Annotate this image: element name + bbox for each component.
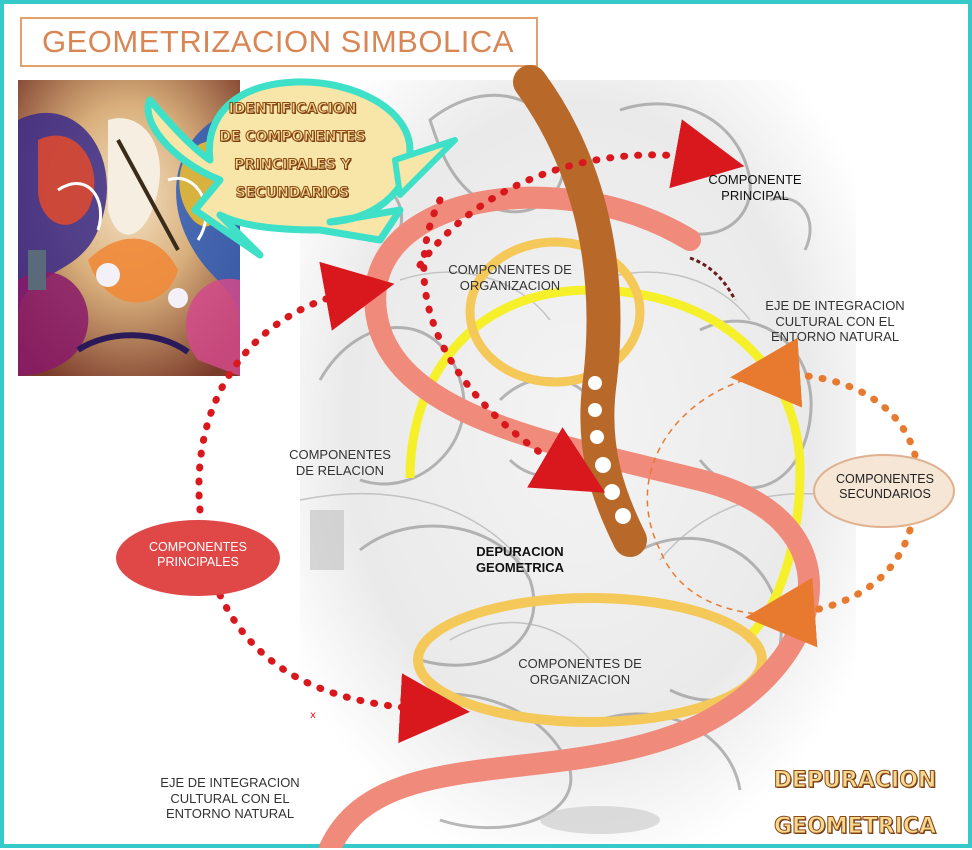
label-eje-integracion-bottom: EJE DE INTEGRACION CULTURAL CON EL ENTOR… bbox=[130, 775, 330, 822]
label-organizacion-top-line1: COMPONENTES DE bbox=[448, 262, 572, 277]
orange-dotted-arc-top bbox=[730, 337, 919, 459]
label-principales-line1: COMPONENTES bbox=[149, 540, 247, 554]
label-eje-bottom-line3: ENTORNO NATURAL bbox=[165, 806, 295, 822]
componentes-secundarios-oval bbox=[813, 454, 955, 528]
label-depuracion-geometrica-corner: DEPURACION GEOMETRICA bbox=[755, 758, 955, 850]
orange-dotted-arc-bottom bbox=[745, 526, 914, 648]
label-secundarios-line1: COMPONENTES bbox=[836, 472, 934, 486]
label-componentes-relacion: COMPONENTES DE RELACION bbox=[270, 447, 410, 478]
label-organizacion-top-line2: ORGANIZACION bbox=[459, 277, 561, 293]
red-dotted-arc-lower-left bbox=[216, 591, 470, 744]
brown-band bbox=[513, 65, 647, 557]
speech-bubble-tail-right bbox=[392, 137, 458, 198]
page-title-box: GEOMETRIZACION SIMBOLICA bbox=[20, 17, 538, 67]
label-eje-top-line3: ENTORNO NATURAL bbox=[770, 329, 900, 345]
red-dotted-arc-top bbox=[416, 119, 745, 269]
componentes-principales-oval bbox=[116, 520, 280, 596]
label-componente-principal: COMPONENTE PRINCIPAL bbox=[675, 172, 835, 203]
label-eje-top-line1: EJE DE INTEGRACION bbox=[765, 298, 905, 313]
bubble-text: IDENTIFICACION DE COMPONENTES PRINCIPALE… bbox=[200, 95, 385, 207]
gold-ring-bottom bbox=[413, 593, 767, 727]
orange-dashed-circle bbox=[646, 374, 781, 616]
label-relacion-line2: DE RELACION bbox=[295, 462, 385, 478]
label-organizacion-bottom: COMPONENTES DE ORGANIZACION bbox=[485, 656, 675, 687]
red-dotted-arc-inner bbox=[420, 196, 606, 493]
label-organizacion-top: COMPONENTES DE ORGANIZACION bbox=[420, 262, 600, 293]
x-mark: x bbox=[310, 710, 316, 721]
label-componentes-secundarios: COMPONENTES SECUNDARIOS bbox=[820, 472, 950, 502]
label-depuracion-mid-line2: GEOMETRICA bbox=[475, 559, 565, 575]
label-organizacion-bottom-line2: ORGANIZACION bbox=[529, 671, 631, 687]
bubble-line-4: SECUNDARIOS bbox=[235, 185, 350, 202]
speech-bubble bbox=[144, 78, 414, 259]
label-eje-bottom-line1: EJE DE INTEGRACION bbox=[160, 775, 300, 790]
red-dotted-arc-upper-left bbox=[195, 261, 395, 514]
label-depuracion-corner-line1: DEPURACION bbox=[773, 768, 937, 794]
bubble-line-1: IDENTIFICACION bbox=[228, 101, 357, 118]
label-depuracion-corner-line2: GEOMETRICA bbox=[773, 814, 936, 840]
label-secundarios-line2: SECUNDARIOS bbox=[839, 487, 931, 501]
label-eje-top-line2: CULTURAL CON EL bbox=[775, 313, 895, 329]
label-componente-principal-line1: COMPONENTE bbox=[708, 172, 802, 187]
label-eje-bottom-line2: CULTURAL CON EL bbox=[170, 790, 290, 806]
dark-dashed-line bbox=[689, 256, 737, 301]
label-depuracion-geometrica-mid: DEPURACION GEOMETRICA bbox=[455, 544, 585, 575]
bubble-line-2: DE COMPONENTES bbox=[219, 129, 367, 146]
label-componente-principal-line2: PRINCIPAL bbox=[721, 187, 789, 203]
label-relacion-line1: COMPONENTES bbox=[289, 447, 391, 462]
label-componentes-principales: COMPONENTES PRINCIPALES bbox=[128, 540, 268, 570]
page-title: GEOMETRIZACION SIMBOLICA bbox=[42, 24, 514, 59]
salmon-ribbon bbox=[319, 186, 820, 848]
label-principales-line2: PRINCIPALES bbox=[157, 555, 239, 569]
label-organizacion-bottom-line1: COMPONENTES DE bbox=[518, 656, 642, 671]
gold-ring-top bbox=[465, 237, 645, 387]
label-eje-integracion-top: EJE DE INTEGRACION CULTURAL CON EL ENTOR… bbox=[725, 298, 945, 345]
label-depuracion-mid-line1: DEPURACION bbox=[476, 544, 564, 559]
bubble-line-3: PRINCIPALES Y bbox=[234, 157, 352, 174]
yellow-ring bbox=[405, 285, 805, 644]
